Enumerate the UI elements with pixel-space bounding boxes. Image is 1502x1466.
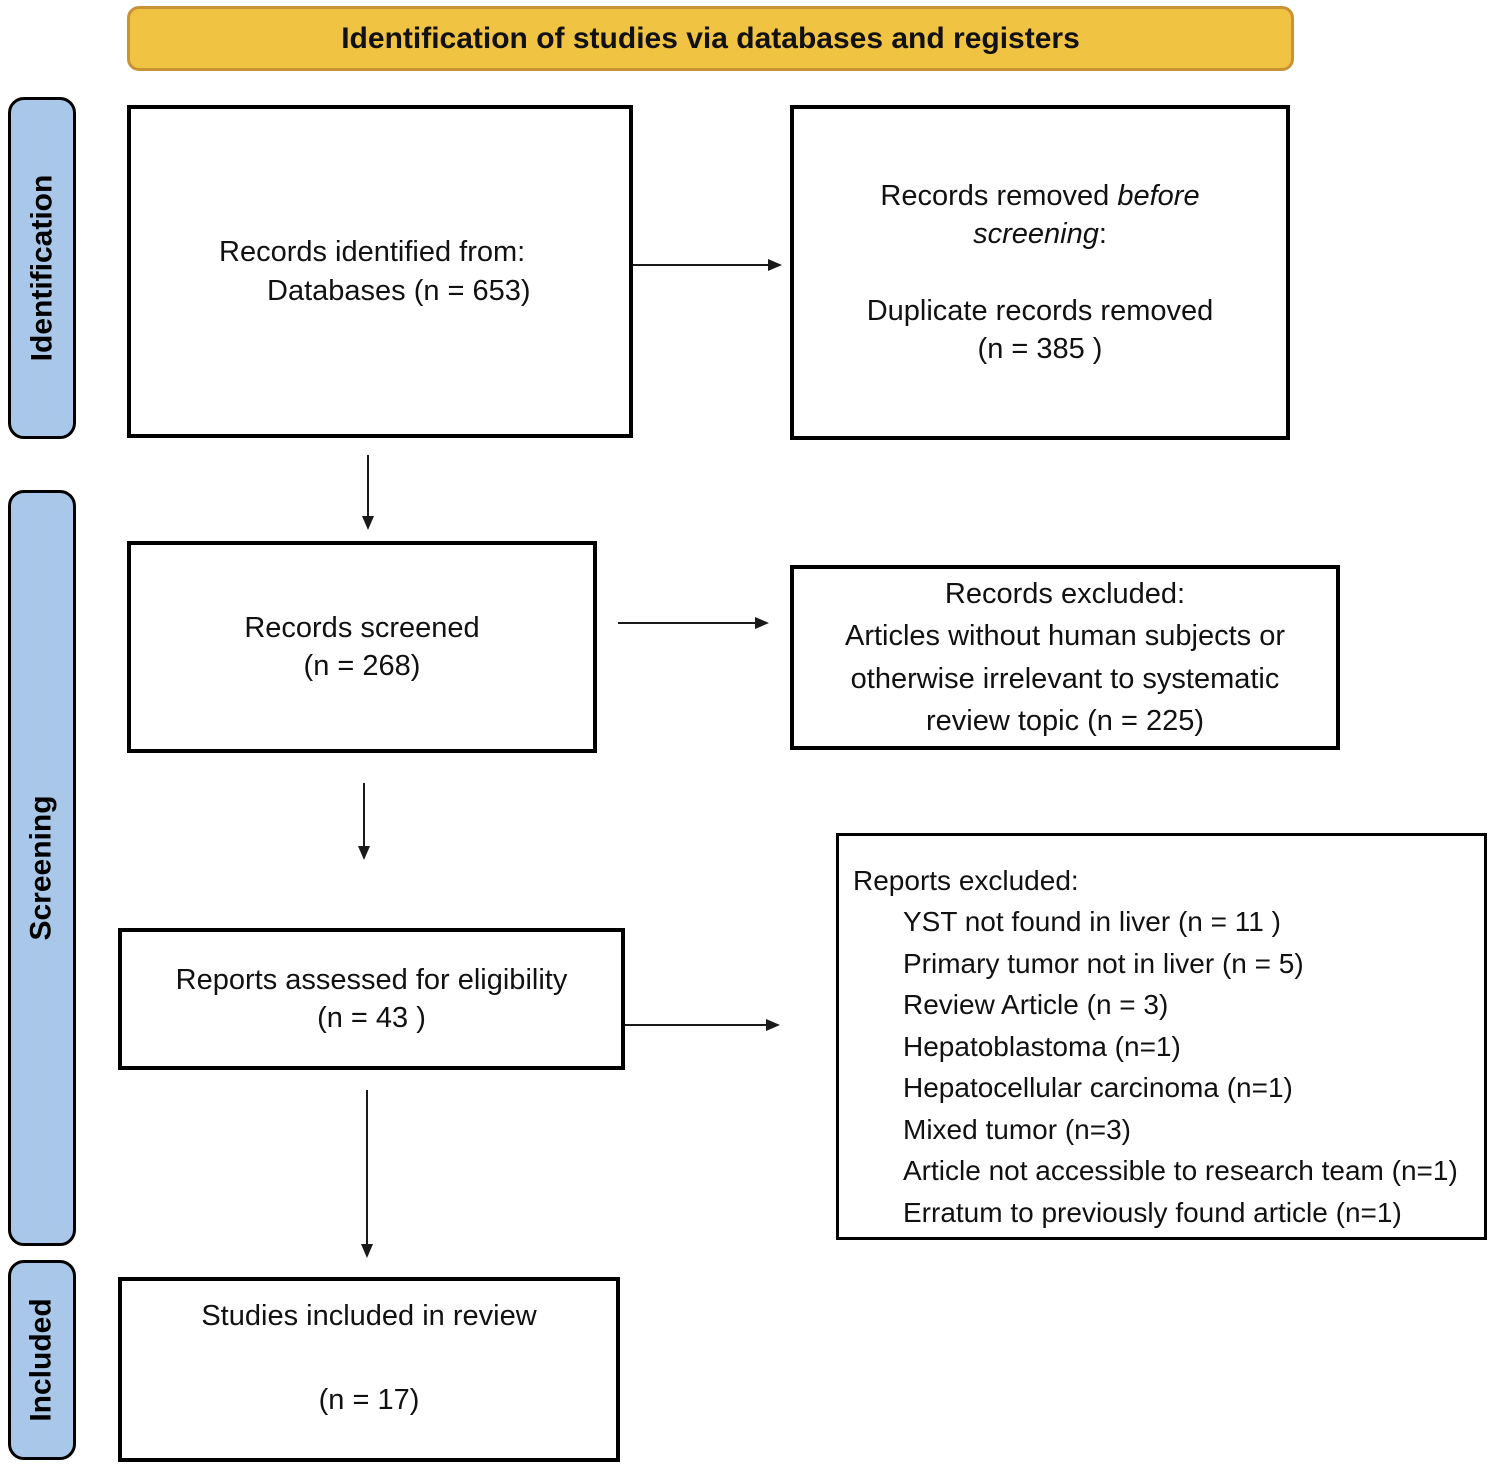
records-excluded-line3: otherwise irrelevant to systematic — [850, 662, 1280, 695]
records-screened-line1: Records screened — [244, 611, 480, 644]
reports-excluded-item: YST not found in liver (n = 11 ) — [903, 906, 1281, 938]
records-excluded-line4: review topic (n = 225) — [925, 704, 1205, 737]
box-reports-assessed: Reports assessed for eligibility (n = 43… — [118, 928, 625, 1070]
phase-included: Included — [8, 1260, 76, 1460]
records-excluded-line1: Records excluded: — [944, 577, 1186, 610]
records-screened-line2: (n = 268) — [303, 650, 421, 682]
records-removed-line2-italic: screening — [973, 218, 1099, 251]
box-records-screened: Records screened (n = 268) — [127, 541, 597, 753]
flow-title-banner: Identification of studies via databases … — [127, 6, 1294, 71]
phase-screening-label: Screening — [25, 795, 58, 941]
records-removed-line1-italic: before — [1117, 179, 1200, 212]
box-records-identified: Records identified from: Databases (n = … — [127, 105, 633, 438]
records-removed-line1-normal: Records removed — [880, 179, 1110, 212]
box-records-removed-before-screening: Records removed before screening: Duplic… — [790, 105, 1290, 440]
reports-excluded-item: Review Article (n = 3) — [903, 989, 1169, 1021]
reports-assessed-line2: (n = 43 ) — [317, 1002, 426, 1034]
records-identified-line1: Records identified from: — [219, 236, 526, 269]
studies-included-line2: (n = 17) — [318, 1384, 420, 1417]
records-removed-line3: Duplicate records removed — [866, 294, 1214, 327]
records-removed-line1: Records removed before — [880, 177, 1199, 215]
phase-identification: Identification — [8, 97, 76, 439]
records-removed-line4: (n = 385 ) — [977, 332, 1103, 365]
phase-identification-label: Identification — [25, 174, 59, 362]
records-removed-line2: screening: — [973, 215, 1107, 253]
reports-excluded-item: Mixed tumor (n=3) — [903, 1113, 1131, 1145]
reports-assessed-line1: Reports assessed for eligibility — [175, 963, 568, 996]
reports-excluded-item: Hepatoblastoma (n=1) — [903, 1030, 1181, 1062]
phase-screening: Screening — [8, 490, 76, 1246]
box-records-excluded: Records excluded: Articles without human… — [790, 565, 1340, 750]
records-identified-line2: Databases (n = 653) — [267, 274, 531, 307]
box-reports-excluded: Reports excluded: YST not found in liver… — [836, 833, 1487, 1240]
reports-excluded-title: Reports excluded: — [853, 865, 1079, 896]
box-studies-included: Studies included in review (n = 17) — [118, 1277, 620, 1462]
phase-included-label: Included — [25, 1298, 58, 1422]
reports-excluded-item: Primary tumor not in liver (n = 5) — [903, 947, 1304, 979]
records-removed-line2-normal: : — [1098, 218, 1107, 251]
studies-included-line1: Studies included in review — [201, 1300, 537, 1332]
records-excluded-line2: Articles without human subjects or — [844, 620, 1286, 653]
reports-excluded-item: Article not accessible to research team … — [903, 1155, 1458, 1187]
reports-excluded-item: Erratum to previously found article (n=1… — [903, 1196, 1402, 1228]
flow-title: Identification of studies via databases … — [341, 21, 1080, 55]
reports-excluded-item: Hepatocellular carcinoma (n=1) — [903, 1072, 1293, 1104]
